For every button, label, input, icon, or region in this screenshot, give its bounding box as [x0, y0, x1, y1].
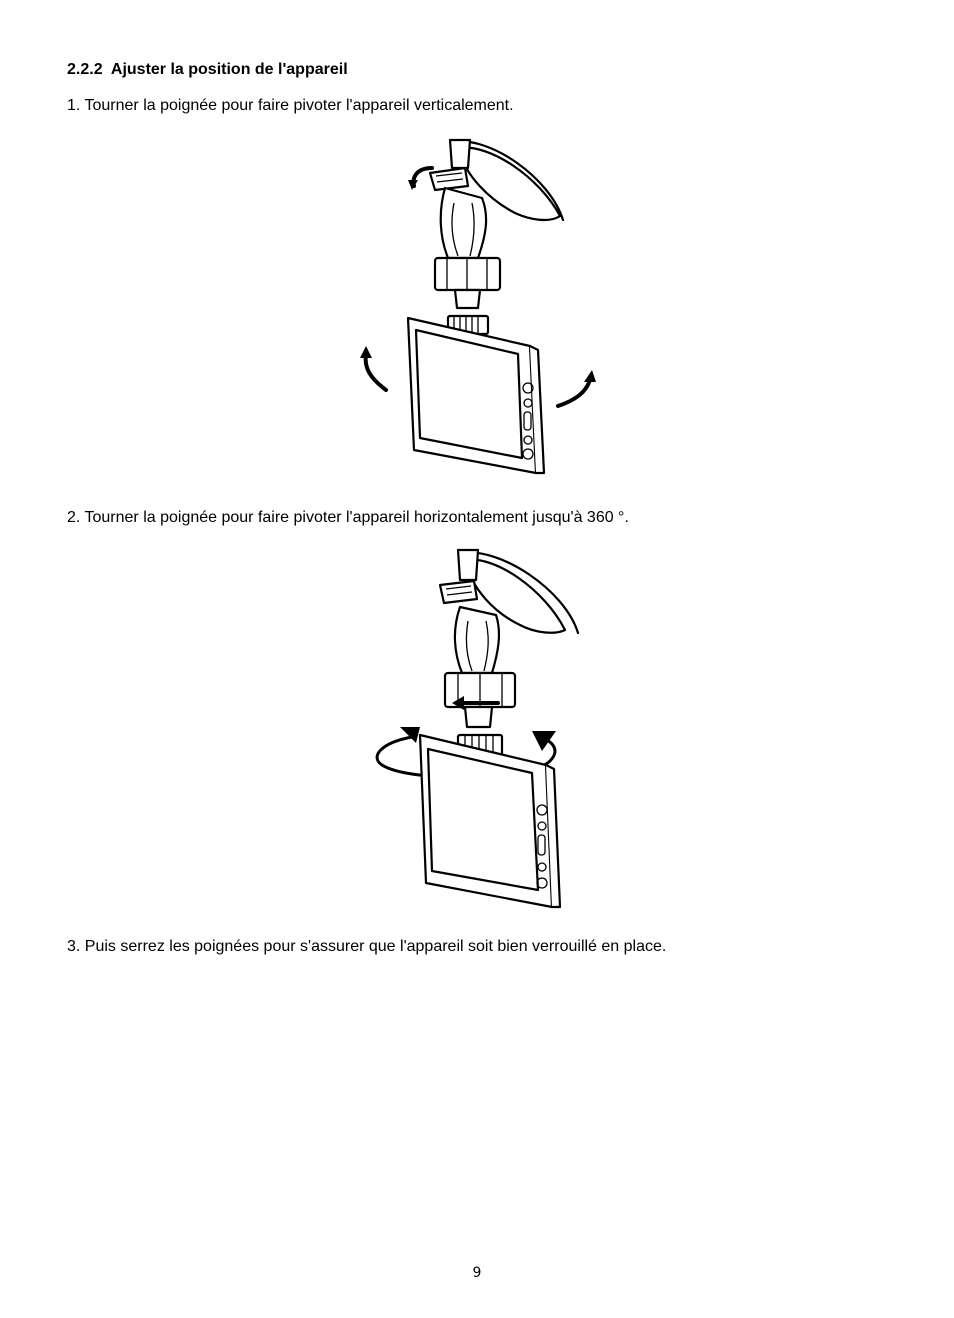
dashcam-horizontal-rotation-illustration: [375, 548, 580, 909]
dashcam-vertical-rotation-illustration: [360, 138, 596, 475]
step-1-text: 1. Tourner la poignée pour faire pivoter…: [67, 97, 514, 114]
page-number: 9: [472, 1265, 482, 1281]
section-heading: 2.2.2 Ajuster la position de l'appareil: [67, 61, 348, 79]
section-number: 2.2.2: [67, 61, 103, 78]
section-title: Ajuster la position de l'appareil: [110, 61, 348, 78]
step-2-text: 2. Tourner la poignée pour faire pivoter…: [67, 509, 629, 526]
step-3-text: 3. Puis serrez les poignées pour s'assur…: [67, 938, 667, 955]
